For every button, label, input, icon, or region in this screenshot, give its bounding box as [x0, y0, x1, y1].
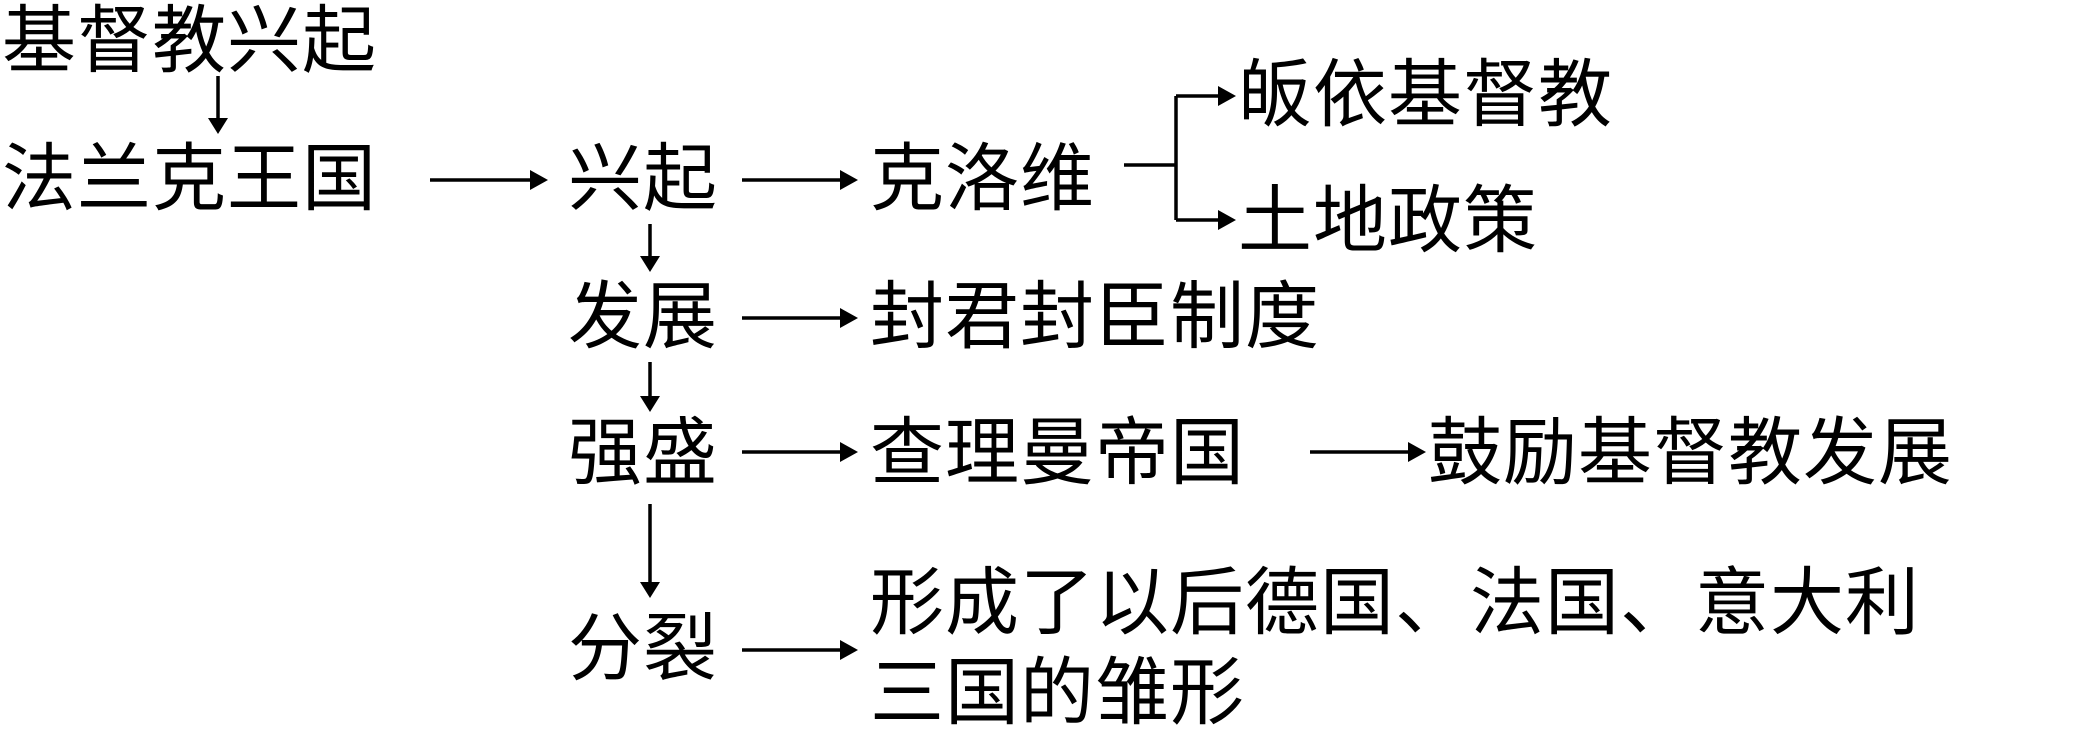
arrowhead-development-to-feudal	[840, 308, 858, 328]
node-christianity-rise: 基督教兴起	[2, 0, 377, 84]
arrowhead-rise-to-clovis	[840, 170, 858, 190]
arrowhead-christianity-to-kingdom	[208, 118, 228, 134]
arrowhead-prosperity-to-charlemagne	[840, 442, 858, 462]
node-feudal-system: 封君封臣制度	[870, 274, 1320, 360]
node-prosperity: 强盛	[568, 410, 718, 496]
node-split: 分裂	[568, 606, 718, 692]
arrowhead-clovis-to-convert	[1218, 86, 1236, 106]
node-land-policy: 土地政策	[1238, 178, 1538, 264]
node-frankish-kingdom: 法兰克王国	[2, 136, 377, 222]
arrowhead-prosperity-to-split	[640, 582, 660, 598]
arrowhead-clovis-to-land-policy	[1218, 210, 1236, 230]
arrowhead-kingdom-to-rise	[530, 170, 548, 190]
arrowhead-charlemagne-to-encourage	[1408, 442, 1426, 462]
node-development: 发展	[568, 274, 718, 360]
arrowhead-split-to-prototype	[840, 640, 858, 660]
arrowhead-development-to-prosperity	[640, 396, 660, 412]
node-clovis: 克洛维	[870, 136, 1095, 222]
arrowhead-rise-to-development	[640, 256, 660, 272]
node-prototype-line2: 三国的雏形	[870, 650, 1245, 736]
node-encourage-christianity: 鼓励基督教发展	[1428, 410, 1953, 496]
node-rise: 兴起	[568, 136, 718, 222]
node-charlemagne-empire: 查理曼帝国	[870, 410, 1245, 496]
node-prototype-line1: 形成了以后德国、法国、意大利	[870, 560, 1920, 646]
node-convert-to-christianity: 皈依基督教	[1238, 52, 1613, 138]
